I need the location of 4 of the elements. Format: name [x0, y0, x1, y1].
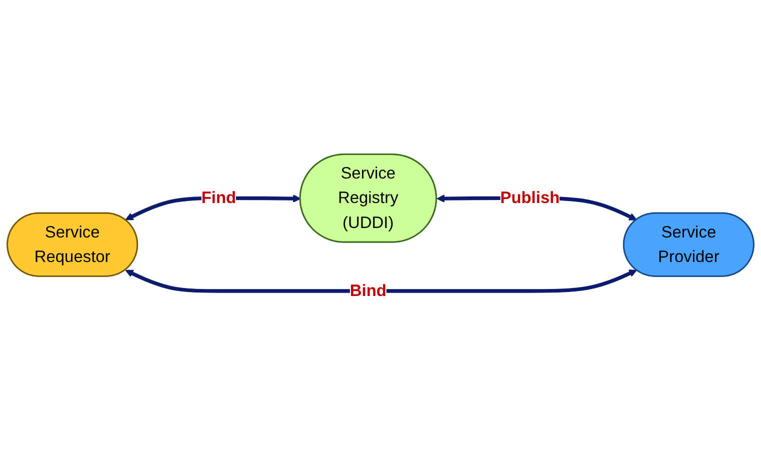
edge-label: Publish: [500, 188, 560, 208]
edge-label: Find: [201, 188, 236, 208]
edge-label: Bind: [350, 282, 386, 300]
arrow: [125, 270, 637, 293]
